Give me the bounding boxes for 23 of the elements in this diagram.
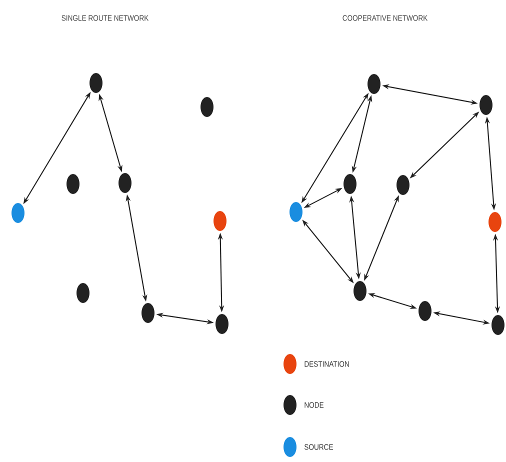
network-node xyxy=(118,173,132,193)
heading: SINGLE ROUTE NETWORK xyxy=(62,15,149,21)
legend-label: SOURCE xyxy=(304,444,333,450)
network-node xyxy=(396,175,410,195)
network-node xyxy=(488,212,502,232)
network-node xyxy=(492,315,504,335)
network-node xyxy=(216,314,228,334)
network-node xyxy=(90,73,102,93)
network-node xyxy=(214,211,226,231)
network-node xyxy=(480,95,492,115)
heading: COOPERATIVE NETWORK xyxy=(342,15,428,21)
legend-label: NODE xyxy=(304,402,324,408)
network-node xyxy=(344,174,356,194)
network-node xyxy=(368,74,380,94)
legend-label: DESTINATION xyxy=(304,361,349,367)
network-node xyxy=(354,281,366,301)
network-node xyxy=(200,97,214,117)
network-node xyxy=(142,303,154,323)
network-node xyxy=(290,202,302,222)
network-node xyxy=(12,203,24,223)
network-node xyxy=(66,174,80,194)
network-node xyxy=(76,283,90,303)
network-node xyxy=(418,301,432,321)
